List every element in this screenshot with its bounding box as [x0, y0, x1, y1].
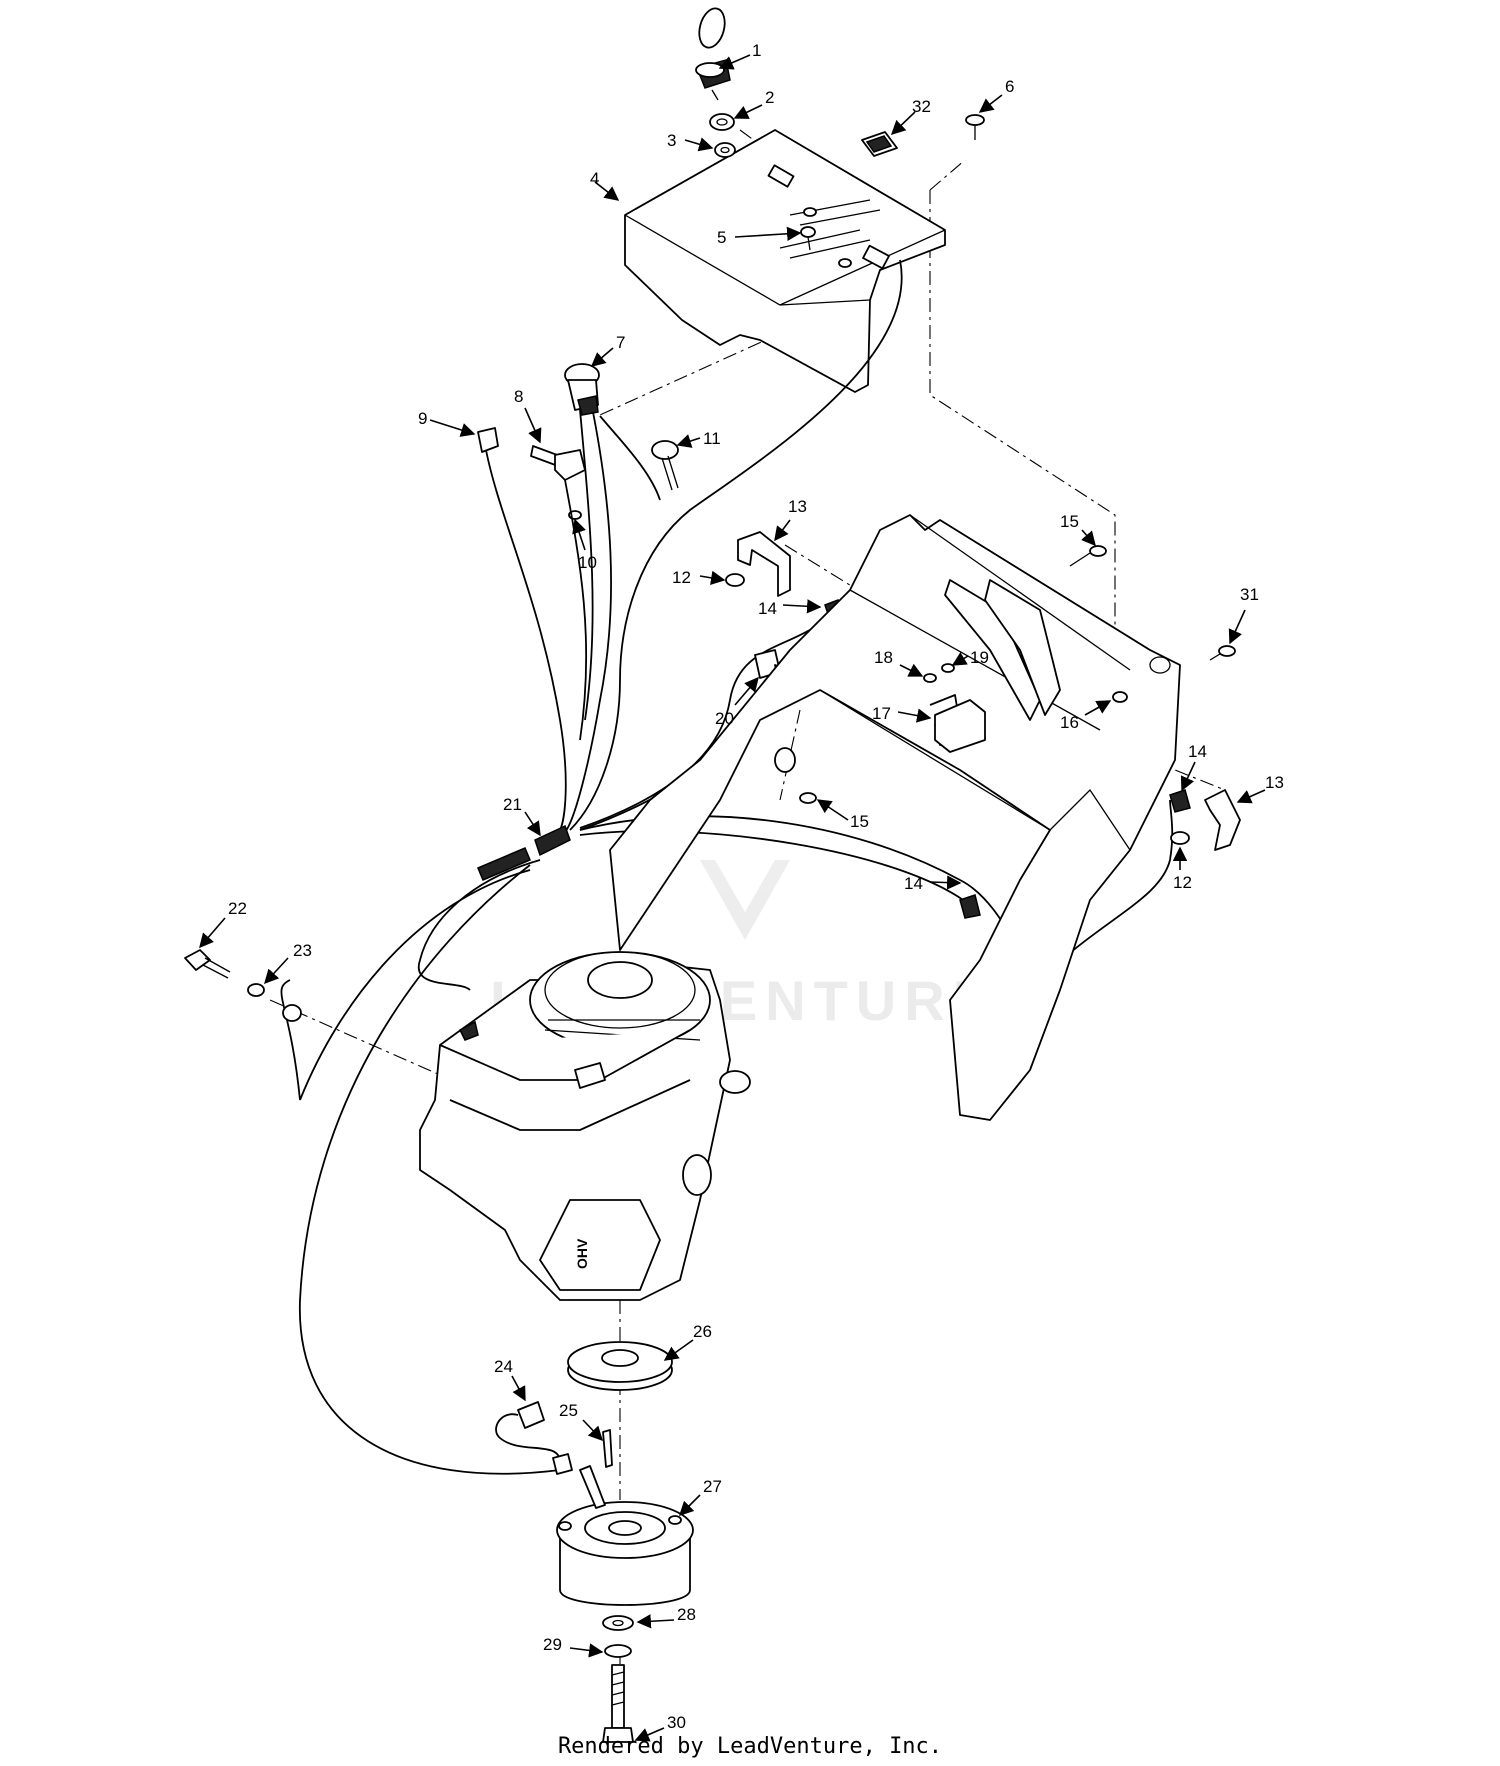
callout-16: 16: [1060, 713, 1079, 732]
callout-13-right: 13: [1265, 773, 1284, 792]
seat-switch: [530, 445, 586, 520]
svg-text:OHV: OHV: [574, 1238, 590, 1269]
callout-18: 18: [874, 648, 893, 667]
callout-24: 24: [494, 1357, 513, 1376]
ignition-nut: [709, 113, 735, 131]
callout-labels: 1 2 3 4 5 6 32 7 8 9 10 11 13 12 14 15 3…: [228, 41, 1284, 1732]
electric-clutch: [556, 1465, 694, 1606]
callout-7: 7: [616, 333, 625, 352]
callout-12-top: 12: [672, 568, 691, 587]
callout-26: 26: [693, 1322, 712, 1341]
footer-text: Rendered by LeadVenture, Inc.: [557, 1734, 943, 1759]
callout-25: 25: [559, 1401, 578, 1420]
clutch-lock-washer: [604, 1644, 632, 1658]
callout-21: 21: [503, 795, 522, 814]
callout-32: 32: [912, 97, 931, 116]
bolt-15b: [799, 792, 817, 804]
harness-connector-14b: [1169, 789, 1191, 813]
engine-pulley: [567, 1341, 673, 1391]
callout-13-top: 13: [788, 497, 807, 516]
bolt-31: [1209, 645, 1236, 661]
switch-bracket-13b: [1204, 789, 1241, 851]
callout-14-bottom: 14: [904, 874, 923, 893]
engine-bolt: [184, 949, 231, 979]
screw-19: [941, 663, 955, 673]
callout-17: 17: [872, 704, 891, 723]
clutch-bolt: [602, 1664, 634, 1743]
callout-20: 20: [715, 709, 734, 728]
harness-connector-14c: [959, 894, 981, 919]
pto-switch: [564, 363, 600, 416]
harness-connector: [477, 427, 499, 453]
callout-9: 9: [418, 409, 427, 428]
callout-arrows: [199, 54, 1266, 1742]
callout-2: 2: [765, 88, 774, 107]
callout-1: 1: [752, 41, 761, 60]
bracket-17: [934, 699, 986, 753]
lock-washer: [247, 983, 265, 997]
callout-6: 6: [1005, 77, 1014, 96]
dash-panel: [624, 129, 946, 393]
callout-10: 10: [578, 553, 597, 572]
clutch-washer: [602, 1615, 634, 1631]
callout-29: 29: [543, 1635, 562, 1654]
callout-12-right: 12: [1173, 873, 1192, 892]
callout-4: 4: [590, 169, 599, 188]
washer-18: [923, 673, 937, 683]
callout-27: 27: [703, 1477, 722, 1496]
ground-ring-terminal: [282, 1004, 302, 1022]
footer-credit: Rendered by LeadVenture, Inc.: [0, 1734, 1500, 1759]
engine: OHV: [419, 951, 751, 1301]
callout-11: 11: [703, 429, 721, 448]
washer: [714, 142, 736, 158]
callout-14-right: 14: [1188, 742, 1207, 761]
clutch-connector: [495, 1401, 573, 1475]
rocker-switch: [861, 131, 898, 157]
nut-12a: [725, 573, 745, 587]
loom-sleeve: [477, 824, 571, 881]
throttle-knob: [651, 440, 679, 491]
callout-23: 23: [293, 941, 312, 960]
nut-16: [1112, 691, 1128, 703]
pulley-key: [602, 1429, 613, 1468]
callout-3: 3: [667, 131, 676, 150]
switch-bracket-13a: [737, 531, 791, 597]
callout-22: 22: [228, 899, 247, 918]
callout-30: 30: [667, 1713, 686, 1732]
callout-15-top: 15: [1060, 512, 1079, 531]
callout-19: 19: [970, 648, 989, 667]
callout-5: 5: [717, 228, 726, 247]
bolt-15a: [1069, 545, 1107, 567]
callout-31: 31: [1240, 585, 1259, 604]
callout-15-bottom: 15: [850, 812, 869, 831]
callout-28: 28: [677, 1605, 696, 1624]
wire-harness: [280, 259, 1174, 1475]
ignition-key: [695, 7, 731, 101]
nut-12b: [1170, 831, 1190, 845]
callout-14-top: 14: [758, 599, 777, 618]
panel-screw: [965, 114, 985, 140]
callout-8: 8: [514, 387, 523, 406]
